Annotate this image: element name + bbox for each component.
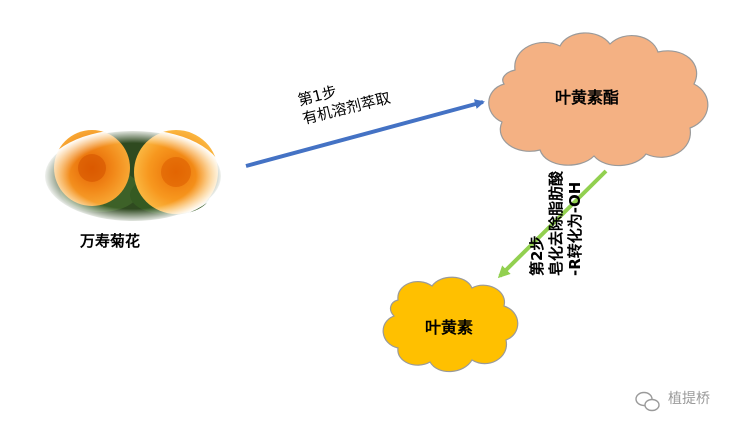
step2-conversion: -R转化为-OH [566,181,584,276]
step2-title: 第2步 [528,235,546,276]
watermark: 植提桥 [640,388,710,408]
wechat-icon [635,391,660,412]
lutein-ester-label: 叶黄素酯 [555,88,620,107]
watermark-text: 植提桥 [668,391,710,407]
lutein-ester-cloud [488,32,709,167]
lutein-label: 叶黄素 [425,318,474,337]
flower-caption: 万寿菊花 [80,232,141,250]
step2-arrow [497,169,608,279]
step2-label: 第2步 皂化去除脂肪酸 -R转化为-OH [528,171,585,276]
step2-description: 皂化去除脂肪酸 [547,170,565,276]
step1-arrow [245,99,485,168]
marigold-photo [43,129,223,223]
lutein-cloud [382,276,519,373]
